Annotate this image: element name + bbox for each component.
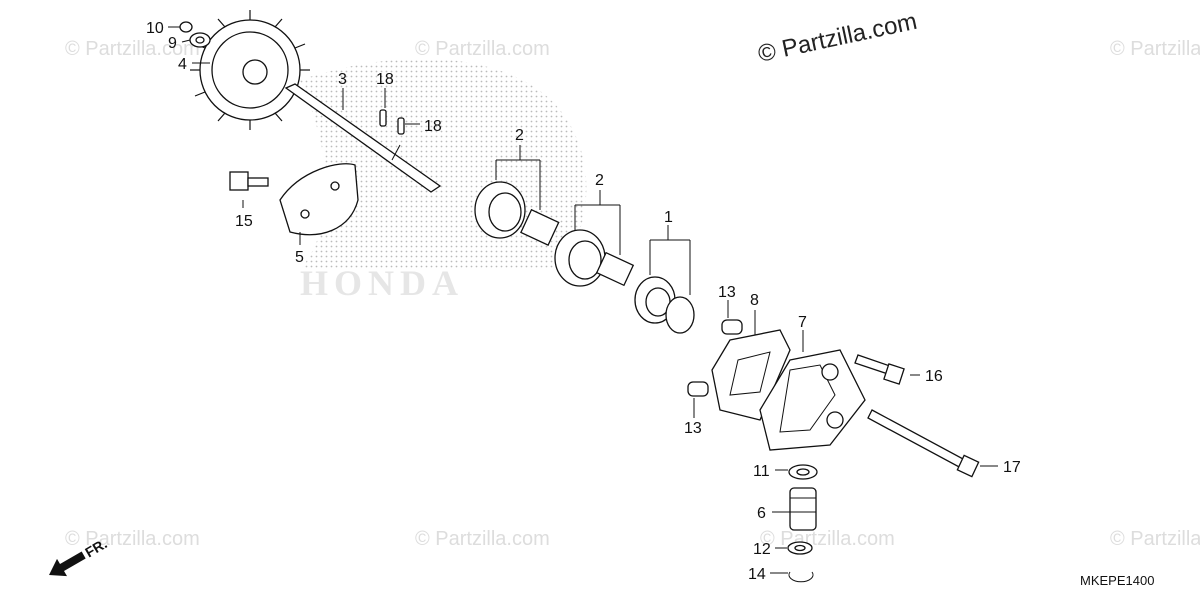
callout-13[interactable]: 13 <box>718 284 736 301</box>
callout-2[interactable]: 2 <box>595 172 604 189</box>
callout-16[interactable]: 16 <box>925 368 943 385</box>
valve-part-6[interactable] <box>789 487 817 531</box>
callout-7[interactable]: 7 <box>798 314 807 331</box>
pin-part-18[interactable] <box>379 109 387 127</box>
callout-2[interactable]: 2 <box>515 127 524 144</box>
dowel-part-13[interactable] <box>721 319 743 335</box>
rotor-set-part-1[interactable] <box>634 276 695 334</box>
callout-5[interactable]: 5 <box>295 249 304 266</box>
background-logo-text: HONDA <box>300 263 464 303</box>
watermark: © Partzilla.com <box>415 38 550 60</box>
pin-part-18[interactable] <box>397 117 405 135</box>
watermark: © Partzilla.com <box>1110 38 1200 60</box>
callout-6[interactable]: 6 <box>757 505 766 522</box>
bolt-part-16[interactable] <box>854 354 905 385</box>
outer-rotor-part-2[interactable] <box>474 181 560 246</box>
watermark: © Partzilla.com <box>65 38 200 60</box>
watermark: © Partzilla.com <box>415 528 550 550</box>
callout-14[interactable]: 14 <box>748 566 766 583</box>
gear-part-4[interactable] <box>190 10 310 130</box>
callout-12[interactable]: 12 <box>753 541 771 558</box>
washer-part-12[interactable] <box>787 541 813 555</box>
gasket-part-8[interactable] <box>711 329 791 421</box>
pump-body-part-7[interactable] <box>759 349 866 451</box>
callout-11[interactable]: 11 <box>753 463 770 480</box>
plate-part-5[interactable] <box>279 163 359 236</box>
washer-part-11[interactable] <box>788 464 818 480</box>
outer-rotor-part-2[interactable] <box>554 229 635 287</box>
dowel-part-13[interactable] <box>687 381 709 397</box>
leader-lines <box>168 26 998 574</box>
circlip-part-14[interactable] <box>788 571 814 583</box>
callout-13[interactable]: 13 <box>684 420 702 437</box>
callout-18[interactable]: 18 <box>376 71 394 88</box>
watermark: © Partzilla.com <box>760 528 895 550</box>
callout-15[interactable]: 15 <box>235 213 253 230</box>
watermark: © Partzilla.com <box>1110 528 1200 550</box>
bolt-part-15[interactable] <box>229 171 269 191</box>
watermark-main: © Partzilla.com <box>756 8 920 68</box>
bolt-part-17[interactable] <box>867 409 980 478</box>
callout-18[interactable]: 18 <box>424 118 442 135</box>
washer-part-9[interactable] <box>189 32 211 48</box>
callout-9[interactable]: 9 <box>168 35 177 52</box>
callout-10[interactable]: 10 <box>146 20 164 37</box>
callout-17[interactable]: 17 <box>1003 459 1021 476</box>
shaft-part-3[interactable] <box>284 83 442 193</box>
clip-part-10[interactable] <box>179 21 193 33</box>
callout-3[interactable]: 3 <box>338 71 347 88</box>
diagram-code: MKEPE1400 <box>1080 573 1154 588</box>
callout-4[interactable]: 4 <box>178 56 187 73</box>
callout-8[interactable]: 8 <box>750 292 759 309</box>
callout-1[interactable]: 1 <box>664 209 673 226</box>
watermark: © Partzilla.com <box>65 528 200 550</box>
